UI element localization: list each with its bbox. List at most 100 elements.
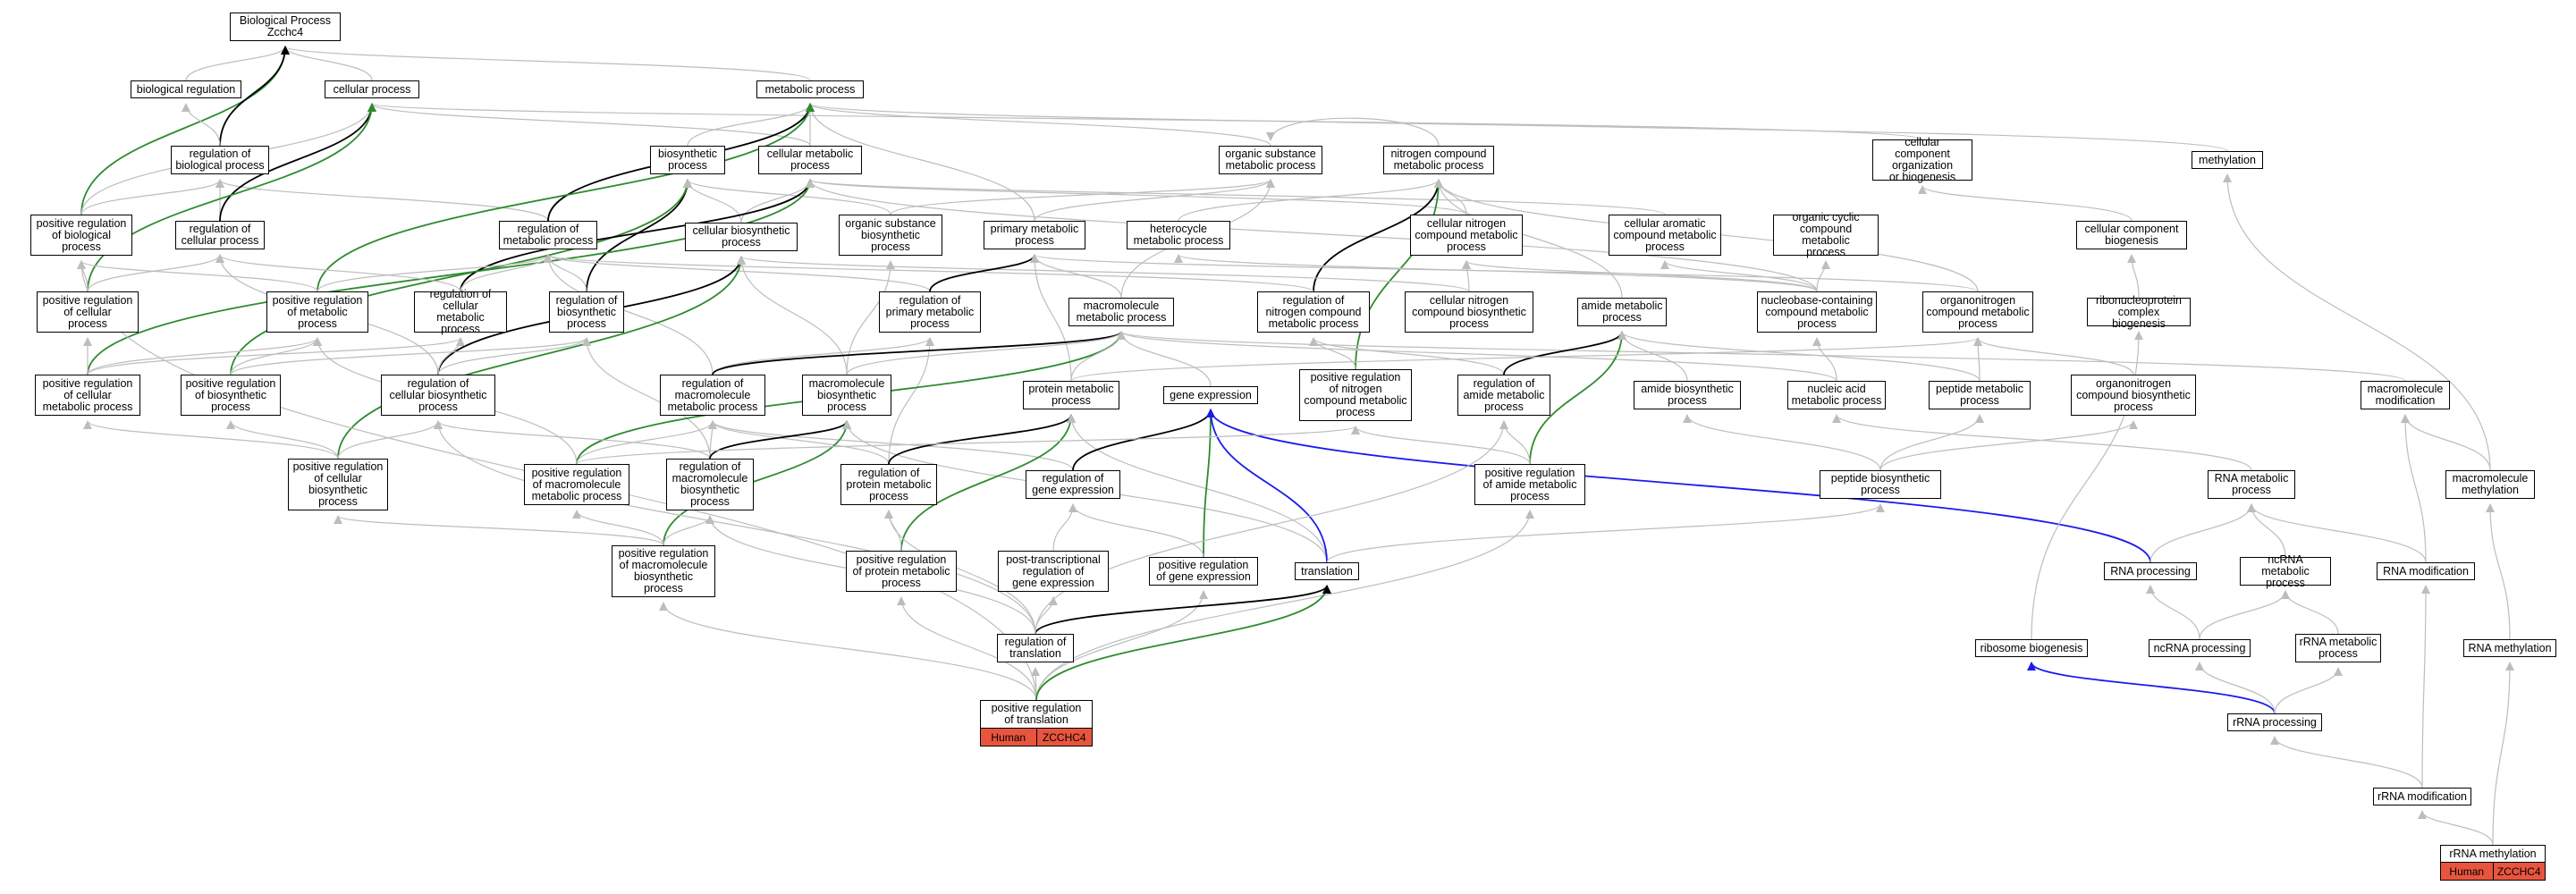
go-term-regamide[interactable]: regulation of amide metabolic process <box>1457 375 1550 416</box>
edge-cellnitro-to-cellmet <box>806 179 1467 215</box>
edge-macrobiosyn-to-orgsubbiosyn <box>846 260 895 375</box>
go-term-ccorg[interactable]: cellular component organization or bioge… <box>1872 137 1972 183</box>
edge-rnaproc-to-geneexp <box>1206 409 2151 563</box>
edge-posregmacrobio-to-posregmacromet <box>572 510 664 546</box>
edge-reggeneexp-to-regmacromet <box>708 420 1074 471</box>
edge-posregcell-to-cellproc <box>87 103 376 292</box>
go-term-regcell[interactable]: regulation of cellular process <box>175 221 265 249</box>
go-term-regtrans[interactable]: regulation of translation <box>997 634 1074 662</box>
go-term-posregmacrobio[interactable]: positive regulation of macromolecule bio… <box>612 545 715 597</box>
go-term-rrnamethyl[interactable]: rRNA methylation <box>2440 845 2546 863</box>
go-term-regprotmet[interactable]: regulation of protein metabolic process <box>840 464 937 505</box>
go-term-protmet[interactable]: protein metabolic process <box>1023 381 1119 409</box>
edge-protmet-to-organitro <box>1070 337 1982 382</box>
go-term-ncrnamet[interactable]: ncRNA metabolic process <box>2240 553 2331 588</box>
go-term-rnaproc[interactable]: RNA processing <box>2104 562 2197 580</box>
go-term-macromethyl[interactable]: macromolecule methylation <box>2445 470 2535 499</box>
edge-cellmet-to-cellproc <box>367 103 811 147</box>
go-term-cellmet[interactable]: cellular metabolic process <box>758 146 862 174</box>
go-term-cellbiosyn[interactable]: cellular biosynthetic process <box>685 223 798 251</box>
go-term-organitro[interactable]: organonitrogen compound metabolic proces… <box>1922 291 2033 333</box>
go-term-posregcellmet[interactable]: positive regulation of cellular metaboli… <box>35 375 140 416</box>
go-term-hetmet[interactable]: heterocycle metabolic process <box>1127 221 1230 249</box>
edge-methyl-to-metproc <box>806 103 2228 152</box>
go-term-rrnamod[interactable]: rRNA modification <box>2373 788 2471 805</box>
go-term-posregtrans[interactable]: positive regulation of translation <box>980 700 1093 729</box>
edge-regnitro-to-regmet <box>544 254 1314 292</box>
edge-ccorg-to-cellproc <box>367 103 1923 140</box>
go-term-peptmet[interactable]: peptide metabolic process <box>1929 381 2031 409</box>
edge-cellnitrobio-to-cellnitro <box>1462 260 1472 292</box>
go-term-primmet[interactable]: primary metabolic process <box>984 221 1085 249</box>
go-term-regbiosyn[interactable]: regulation of biosynthetic process <box>549 291 624 333</box>
go-term-reggeneexp[interactable]: regulation of gene expression <box>1026 470 1120 499</box>
go-term-orgcyc[interactable]: organic cyclic compound metabolic proces… <box>1773 212 1879 258</box>
edge-regmacromet-to-macromet <box>712 331 1126 375</box>
go-term-posregbiosyn[interactable]: positive regulation of biosynthetic proc… <box>181 375 281 416</box>
go-term-amidebiosyn[interactable]: amide biosynthetic process <box>1634 381 1741 409</box>
go-term-regmet[interactable]: regulation of metabolic process <box>499 221 597 249</box>
go-term-ribobiog[interactable]: ribosome biogenesis <box>1975 639 2088 657</box>
go-term-cellnitrobio[interactable]: cellular nitrogen compound biosynthetic … <box>1405 291 1533 333</box>
go-term-posttrans[interactable]: post-transcriptional regulation of gene … <box>998 551 1109 592</box>
go-term-rrnamet[interactable]: rRNA metabolic process <box>2295 634 2381 662</box>
go-term-rnamod[interactable]: RNA modification <box>2377 562 2475 580</box>
edge-regmacrobio-to-macrobiosyn <box>709 420 851 460</box>
go-term-macrobiosyn[interactable]: macromolecule biosynthetic process <box>802 375 891 416</box>
go-term-regmacromet[interactable]: regulation of macromolecule metabolic pr… <box>660 375 765 416</box>
edge-nucacid-to-macromet <box>1117 331 1837 382</box>
go-term-metproc[interactable]: metabolic process <box>756 80 864 98</box>
go-term-regcellmet[interactable]: regulation of cellular metabolic process <box>414 289 507 335</box>
go-term-macromod[interactable]: macromolecule modification <box>2361 381 2450 409</box>
go-term-rnamethyl[interactable]: RNA methylation <box>2463 639 2556 657</box>
go-term-nucleob[interactable]: nucleobase-containing compound metabolic… <box>1757 291 1877 333</box>
edge-posregcellmet-to-posregmet <box>87 337 322 375</box>
go-term-peptbiosyn[interactable]: peptide biosynthetic process <box>1820 470 1941 499</box>
edge-regmacromet-to-regmet <box>544 254 714 375</box>
go-term-macromet[interactable]: macromolecule metabolic process <box>1068 298 1174 326</box>
edge-posregprotmet-to-protmet <box>900 414 1076 552</box>
edge-regamide-to-regnitro <box>1309 337 1505 375</box>
go-term-biosyn[interactable]: biosynthetic process <box>650 146 725 174</box>
go-term-posregprotmet[interactable]: positive regulation of protein metabolic… <box>846 551 957 592</box>
go-term-cellarom[interactable]: cellular aromatic compound metabolic pro… <box>1609 215 1721 256</box>
edge-biosyn-to-metproc <box>687 103 815 147</box>
go-term-cellproc[interactable]: cellular process <box>325 80 419 98</box>
go-term-posregmet[interactable]: positive regulation of metabolic process <box>266 291 368 333</box>
go-term-bp[interactable]: Biological Process Zcchc4 <box>230 13 341 41</box>
go-term-regprimmet[interactable]: regulation of primary metabolic process <box>879 291 981 333</box>
edge-nucleob-to-cellarom <box>1660 260 1818 292</box>
edge-macromethyl-to-macromod <box>2401 414 2491 471</box>
go-term-ribonuc[interactable]: ribonucleoprotein complex biogenesis <box>2087 294 2191 329</box>
go-term-posreggeneexp[interactable]: positive regulation of gene expression <box>1149 557 1258 586</box>
go-term-regcellbiosyn[interactable]: regulation of cellular biosynthetic proc… <box>381 375 495 416</box>
go-term-orgsubmet[interactable]: organic substance metabolic process <box>1219 146 1322 174</box>
go-term-regmacrobio[interactable]: regulation of macromolecule biosynthetic… <box>666 459 754 510</box>
go-term-posregcell[interactable]: positive regulation of cellular process <box>37 291 139 333</box>
go-term-cellnitro[interactable]: cellular nitrogen compound metabolic pro… <box>1410 215 1523 256</box>
go-term-regnitro[interactable]: regulation of nitrogen compound metaboli… <box>1257 291 1370 333</box>
go-term-methyl[interactable]: methylation <box>2192 151 2263 169</box>
go-term-orgsubbiosyn[interactable]: organic substance biosynthetic process <box>839 215 942 256</box>
go-term-geneexp[interactable]: gene expression <box>1163 386 1258 404</box>
go-term-posregbio[interactable]: positive regulation of biological proces… <box>30 215 132 256</box>
go-term-regbio[interactable]: regulation of biological process <box>171 146 269 174</box>
go-term-nitromet[interactable]: nitrogen compound metabolic process <box>1383 146 1494 174</box>
go-term-nucacid[interactable]: nucleic acid metabolic process <box>1787 381 1886 409</box>
edge-posregmacrobio-to-regmacrobio <box>663 515 714 546</box>
go-term-posregnitro[interactable]: positive regulation of nitrogen compound… <box>1299 369 1412 421</box>
go-term-posregmacromet[interactable]: positive regulation of macromolecule met… <box>524 464 629 505</box>
go-term-rnamet[interactable]: RNA metabolic process <box>2208 470 2295 499</box>
go-term-posregcellbio[interactable]: positive regulation of cellular biosynth… <box>288 459 388 510</box>
go-term-ncrnaproc[interactable]: ncRNA processing <box>2149 639 2251 657</box>
go-term-posregamide[interactable]: positive regulation of amide metabolic p… <box>1474 464 1585 505</box>
go-term-ccbiog[interactable]: cellular component biogenesis <box>2076 221 2187 249</box>
edge-regamide-to-amidemet <box>1503 331 1626 375</box>
go-term-amidemet[interactable]: amide metabolic process <box>1577 298 1667 326</box>
go-term-rrnaproc[interactable]: rRNA processing <box>2227 713 2322 731</box>
go-term-organitrobio[interactable]: organonitrogen compound biosynthetic pro… <box>2071 375 2196 416</box>
go-term-bioreg[interactable]: biological regulation <box>131 80 241 98</box>
go-term-translation[interactable]: translation <box>1295 562 1359 580</box>
edge-posregtrans-to-posregamide <box>1035 510 1534 701</box>
